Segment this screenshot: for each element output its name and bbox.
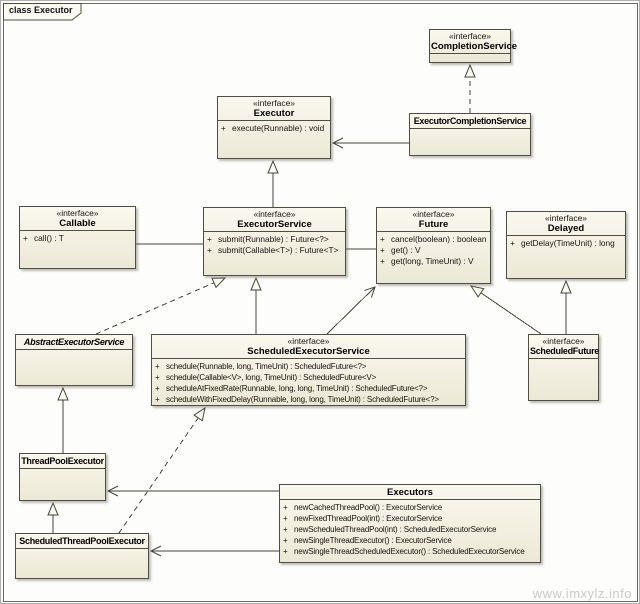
class-name: ExecutorCompletionService — [413, 116, 527, 126]
methods-compartment — [16, 549, 148, 578]
class-box-executorcompletionservice: ExecutorCompletionService — [409, 113, 531, 156]
class-box-completionservice: «interface» CompletionService — [429, 29, 518, 63]
class-name: ScheduledFuture — [530, 346, 600, 356]
class-header: ThreadPoolExecutor — [20, 454, 105, 469]
stereotype: «interface» — [544, 213, 588, 223]
methods-compartment: +getDelay(TimeUnit) : long — [507, 236, 625, 278]
class-header: «interface» Future — [377, 208, 490, 232]
class-name: Future — [418, 219, 449, 230]
class-box-future: «interface» Future +cancel(boolean) : bo… — [376, 207, 491, 284]
methods-compartment: +execute(Runnable) : void — [218, 121, 330, 158]
stereotype: «interface» — [56, 208, 99, 218]
methods-compartment: +cancel(boolean) : boolean+get() : V+get… — [377, 232, 490, 283]
method-row: +call() : T — [23, 233, 64, 243]
methods-compartment — [20, 469, 105, 500]
method-row: +schedule(Callable<V>, long, TimeUnit) :… — [155, 373, 377, 382]
class-header: «interface» ScheduledFuture — [529, 335, 600, 359]
method-row: +scheduleWithFixedDelay(Runnable, long, … — [155, 395, 439, 404]
methods-compartment: +newCachedThreadPool() : ExecutorService… — [280, 500, 540, 562]
rel-abstractexecutorservice-to-executorservice — [95, 277, 227, 335]
class-header: «interface» ExecutorService — [204, 208, 345, 232]
class-name: ScheduledThreadPoolExecutor — [19, 536, 145, 546]
class-header: «interface» Executor — [218, 97, 330, 121]
stereotype: «interface» — [253, 209, 296, 219]
methods-compartment — [16, 350, 132, 385]
class-header: «interface» Delayed — [507, 212, 625, 236]
methods-compartment — [529, 359, 598, 400]
diagram-frame-border — [3, 3, 638, 602]
watermark-text: www.imxylz.info — [532, 586, 632, 601]
method-row: +newScheduledThreadPool(int) : Scheduled… — [283, 525, 497, 534]
method-row: +newFixedThreadPool(int) : ExecutorServi… — [283, 514, 443, 523]
class-header: ScheduledThreadPoolExecutor — [16, 534, 148, 549]
class-name: CompletionService — [431, 41, 518, 52]
stereotype: «interface» — [542, 336, 585, 346]
class-name: Executors — [387, 487, 433, 498]
method-row: +newSingleThreadScheduledExecutor() : Sc… — [283, 547, 525, 556]
class-header: AbstractExecutorService — [16, 335, 132, 350]
rel-scheduledexecutorservice-to-future — [326, 286, 376, 335]
stereotype: «interface» — [448, 31, 492, 41]
rel-scheduledfuture-to-future — [469, 285, 542, 335]
method-row: +scheduleAtFixedRate(Runnable, long, lon… — [155, 384, 428, 393]
stereotype: «interface» — [287, 336, 330, 346]
method-row: +get(long, TimeUnit) : V — [380, 256, 474, 266]
class-header: Executors — [280, 485, 540, 500]
method-row: +submit(Callable<T>) : Future<T> — [207, 245, 339, 255]
methods-compartment — [430, 54, 510, 62]
class-header: ExecutorCompletionService — [410, 114, 530, 129]
stereotype: «interface» — [412, 209, 455, 219]
rel-scheduledthreadpoolexecutor-to-scheduledexecutorservice — [118, 406, 206, 534]
methods-compartment — [410, 129, 530, 155]
method-row: +execute(Runnable) : void — [221, 123, 325, 133]
class-name: ThreadPoolExecutor — [21, 456, 104, 466]
class-name: ScheduledExecutorService — [247, 346, 370, 357]
class-box-scheduledfuture: «interface» ScheduledFuture — [528, 334, 599, 401]
class-box-callable: «interface» Callable +call() : T — [19, 206, 136, 269]
class-box-executor: «interface» Executor +execute(Runnable) … — [217, 96, 331, 159]
method-row: +get() : V — [380, 245, 421, 255]
class-name: Delayed — [547, 223, 585, 234]
method-row: +submit(Runnable) : Future<?> — [207, 234, 329, 244]
class-header: «interface» CompletionService — [430, 30, 518, 54]
class-header: «interface» ScheduledExecutorService — [152, 335, 465, 359]
class-box-executorservice: «interface» ExecutorService +submit(Runn… — [203, 207, 346, 276]
class-name: Callable — [59, 218, 96, 229]
stereotype: «interface» — [252, 98, 296, 108]
method-row: +newCachedThreadPool() : ExecutorService — [283, 503, 443, 512]
class-header: «interface» Callable — [20, 207, 135, 231]
frame-title: class Executor — [9, 5, 73, 15]
methods-compartment: +call() : T — [20, 231, 135, 268]
class-name: Executor — [253, 108, 295, 119]
method-row: +newSingleThreadExecutor() : ExecutorSer… — [283, 536, 452, 545]
methods-compartment: +schedule(Runnable, long, TimeUnit) : Sc… — [152, 359, 465, 405]
class-box-executors: Executors +newCachedThreadPool() : Execu… — [279, 484, 541, 563]
class-name: ExecutorService — [237, 219, 312, 230]
class-box-scheduledthreadpoolexecutor: ScheduledThreadPoolExecutor — [15, 533, 149, 579]
class-box-threadpoolexecutor: ThreadPoolExecutor — [19, 453, 106, 501]
class-name: AbstractExecutorService — [23, 337, 125, 347]
method-row: +getDelay(TimeUnit) : long — [510, 238, 615, 248]
class-box-scheduledexecutorservice: «interface» ScheduledExecutorService +sc… — [151, 334, 466, 406]
frame-tab-shape — [3, 3, 82, 21]
class-box-abstractexecutorservice: AbstractExecutorService — [15, 334, 133, 386]
method-row: +schedule(Runnable, long, TimeUnit) : Sc… — [155, 362, 367, 371]
method-row: +cancel(boolean) : boolean — [380, 234, 487, 244]
methods-compartment: +submit(Runnable) : Future<?>+submit(Cal… — [204, 232, 345, 275]
class-box-delayed: «interface» Delayed +getDelay(TimeUnit) … — [506, 211, 626, 279]
